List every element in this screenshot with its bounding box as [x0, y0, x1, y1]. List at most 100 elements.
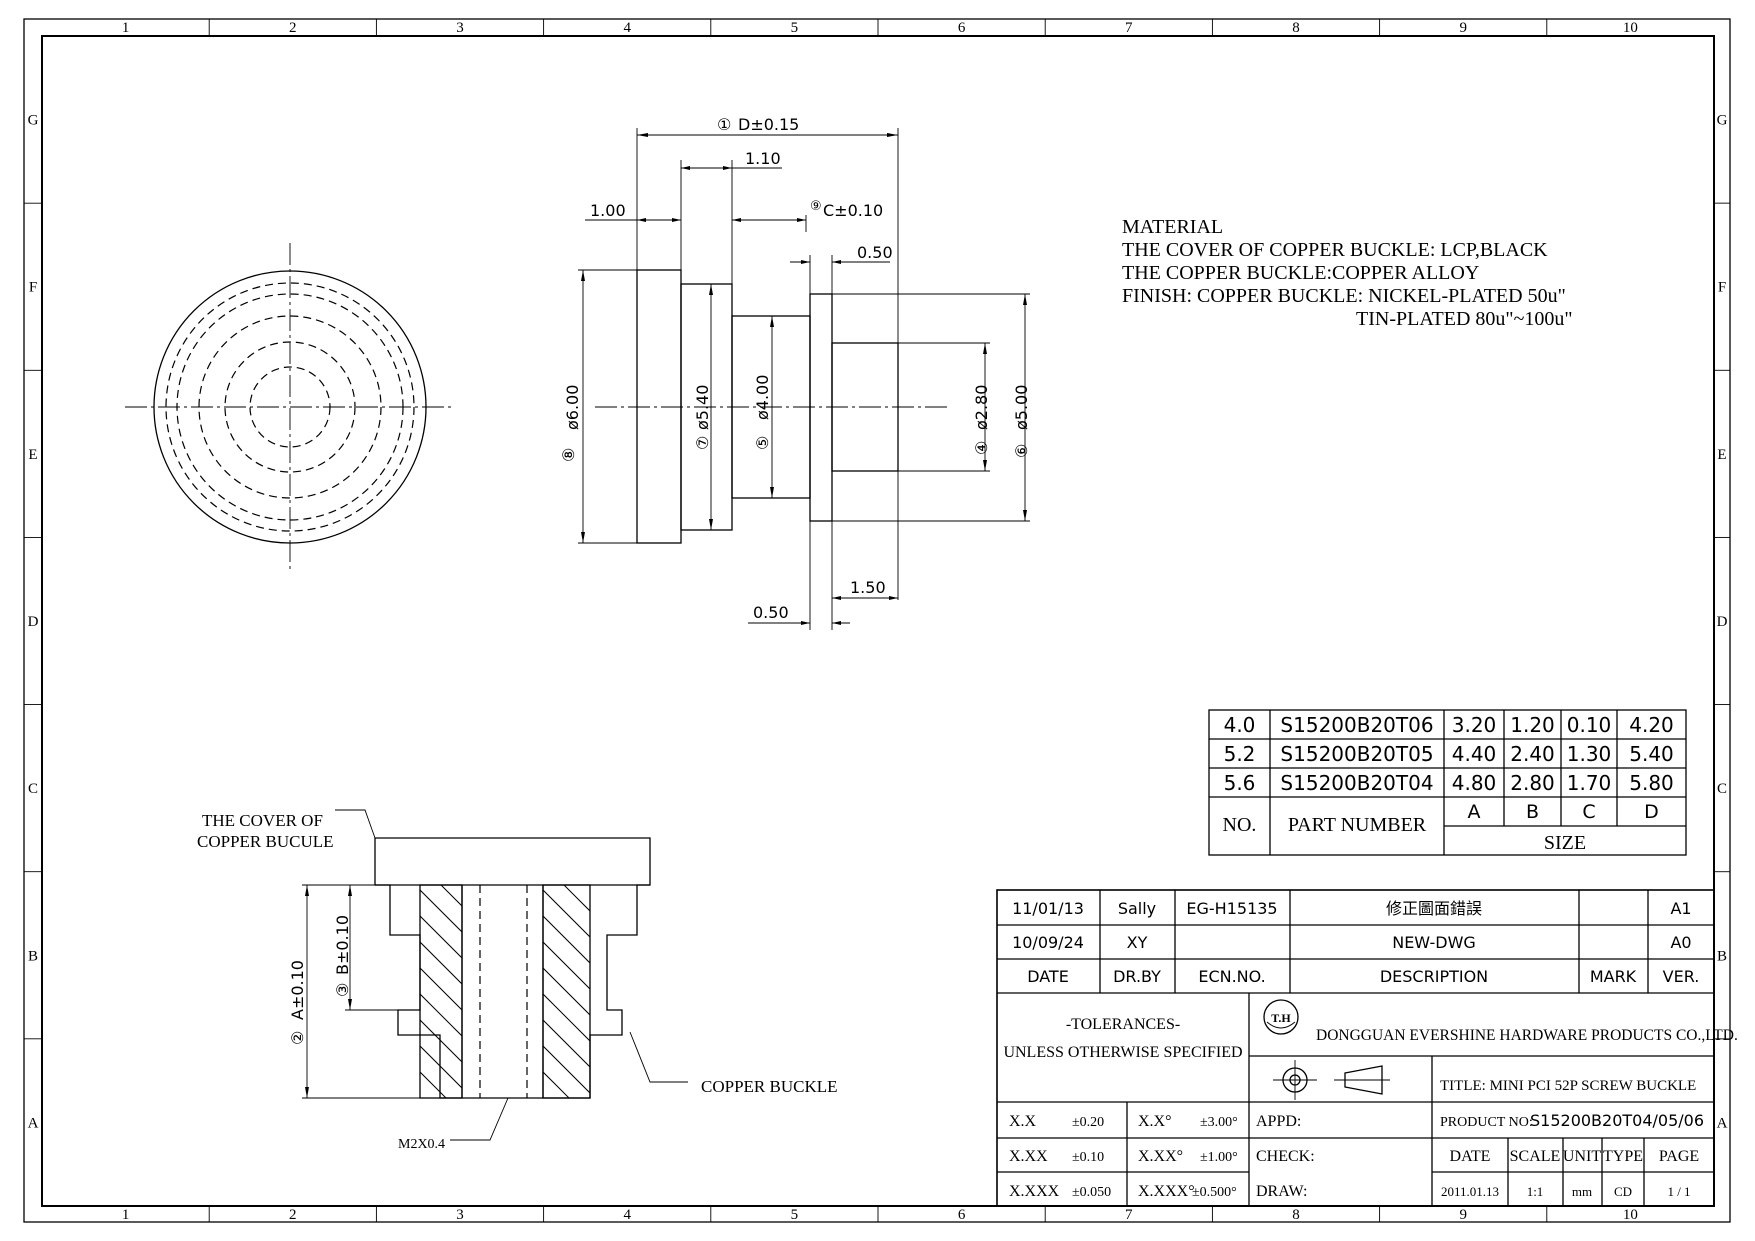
dim-d-mark: ①	[717, 115, 731, 134]
rev1-by: Sally	[1118, 899, 1156, 918]
column-label-top: 9	[1459, 20, 1467, 36]
dim-dia-400: ø4.00	[753, 375, 772, 420]
dim-dia-500: ø5.00	[1012, 385, 1031, 430]
draw-label: DRAW:	[1256, 1183, 1307, 1200]
dim-dia-540: ø5.40	[693, 385, 712, 430]
svg-text:±0.050: ±0.050	[1072, 1185, 1111, 1200]
size-table-cell: 5.40	[1629, 742, 1674, 766]
tolerance-table: X.X ±0.20 X.X° ±3.00° X.XX ±0.10 X.XX° ±…	[1009, 1113, 1238, 1200]
outer-border	[23, 18, 1731, 1223]
rev2-date: 10/09/24	[1012, 933, 1084, 952]
column-label-bottom: 2	[289, 1207, 297, 1223]
row-label-left: B	[28, 948, 38, 964]
dim-dia-500-mark: ⑥	[1012, 444, 1031, 458]
dim-0-50-bottom: 0.50	[753, 603, 789, 622]
column-label-top: 3	[456, 20, 464, 36]
size-table-cell: 0.10	[1567, 713, 1612, 737]
size-table-cell: 5.80	[1629, 771, 1674, 795]
column-label-bottom: 6	[958, 1207, 966, 1223]
column-label-bottom: 4	[623, 1207, 631, 1223]
dim-b: B±0.10	[333, 915, 352, 975]
row-label-right: B	[1717, 948, 1727, 964]
size-table-cell: 4.80	[1452, 771, 1497, 795]
size-col-header: D	[1644, 801, 1659, 823]
size-table-cell: 1.30	[1567, 742, 1612, 766]
check-label: CHECK:	[1256, 1148, 1315, 1165]
cover-label-2: COPPER BUCULE	[197, 832, 334, 851]
dim-d: D±0.15	[738, 115, 799, 134]
rev1-ecn: EG-H15135	[1186, 899, 1277, 918]
size-col-header: C	[1582, 801, 1595, 823]
svg-text:2011.01.13: 2011.01.13	[1441, 1184, 1499, 1199]
size-table-cell: S15200B20T05	[1280, 742, 1433, 766]
rev-header-desc: DESCRIPTION	[1380, 967, 1488, 986]
svg-text:X.X°: X.X°	[1138, 1113, 1172, 1130]
svg-text:±0.500°: ±0.500°	[1192, 1185, 1237, 1200]
row-label-left: A	[28, 1115, 39, 1131]
dim-1-00: 1.00	[590, 201, 626, 220]
column-label-bottom: 7	[1125, 1207, 1133, 1223]
svg-text:SCALE: SCALE	[1510, 1148, 1561, 1165]
note-line-4: FINISH: COPPER BUCKLE: NICKEL-PLATED 50u…	[1122, 285, 1566, 307]
tolerances-subtitle: UNLESS OTHERWISE SPECIFIED	[1003, 1044, 1242, 1061]
column-label-top: 10	[1623, 20, 1638, 36]
rev-header-ecn: ECN.NO.	[1198, 967, 1265, 986]
svg-text:TYPE: TYPE	[1603, 1148, 1643, 1165]
size-col-header: A	[1468, 801, 1481, 823]
svg-text:1:1: 1:1	[1527, 1184, 1544, 1199]
section-view	[302, 809, 688, 1141]
column-label-bottom: 9	[1459, 1207, 1467, 1223]
revision-table: 11/01/13 Sally EG-H15135 修正圖面錯誤 A1 10/09…	[1012, 899, 1699, 986]
column-label-bottom: 10	[1623, 1207, 1638, 1223]
row-label-right: C	[1717, 781, 1727, 797]
column-label-bottom: 1	[122, 1207, 130, 1223]
dim-dia-280: ø2.80	[972, 385, 991, 430]
projection-symbol-icon	[1273, 1060, 1390, 1100]
svg-text:X.XXX°: X.XXX°	[1138, 1183, 1195, 1200]
note-line-2: THE COVER OF COPPER BUCKLE: LCP,BLACK	[1122, 239, 1548, 261]
rev-header-ver: VER.	[1663, 967, 1700, 986]
hatch-left	[420, 885, 462, 1098]
end-view	[125, 243, 455, 572]
size-col-header: B	[1526, 801, 1539, 823]
svg-text:CD: CD	[1614, 1184, 1632, 1199]
row-label-right: F	[1718, 280, 1726, 296]
column-label-top: 6	[958, 20, 966, 36]
drawing-title: TITLE: MINI PCI 52P SCREW BUCKLE	[1440, 1078, 1696, 1094]
rev2-desc: NEW-DWG	[1392, 933, 1476, 952]
dim-dia-600: ø6.00	[563, 385, 582, 430]
hatch-right	[543, 885, 590, 1098]
buckle-label: COPPER BUCKLE	[701, 1077, 838, 1096]
rev-header-date: DATE	[1027, 967, 1069, 986]
size-table-cell: 4.40	[1452, 742, 1497, 766]
row-label-left: D	[28, 614, 39, 630]
svg-text:mm: mm	[1572, 1184, 1592, 1199]
note-line-3: THE COPPER BUCKLE:COPPER ALLOY	[1122, 262, 1479, 284]
rev-header-by: DR.BY	[1113, 967, 1161, 986]
title-block	[996, 889, 1715, 1207]
note-line-5: TIN-PLATED 80u"~100u"	[1356, 308, 1573, 330]
column-label-bottom: 8	[1292, 1207, 1300, 1223]
rev1-date: 11/01/13	[1012, 899, 1084, 918]
row-label-right: A	[1717, 1115, 1728, 1131]
rev2-by: XY	[1127, 933, 1148, 952]
product-number: S15200B20T04/05/06	[1530, 1111, 1704, 1130]
svg-text:X.XX°: X.XX°	[1138, 1148, 1183, 1165]
column-label-top: 4	[623, 20, 631, 36]
svg-text:1 / 1: 1 / 1	[1667, 1184, 1690, 1199]
tolerances-title: -TOLERANCES-	[1066, 1016, 1180, 1033]
row-label-left: G	[28, 113, 39, 129]
product-label: PRODUCT NO:	[1440, 1115, 1533, 1130]
row-label-right: D	[1717, 614, 1728, 630]
column-label-top: 8	[1292, 20, 1300, 36]
svg-text:±0.20: ±0.20	[1072, 1115, 1104, 1130]
logo-text: T.H	[1271, 1011, 1291, 1025]
no-header: NO.	[1223, 814, 1257, 836]
column-label-top: 2	[289, 20, 297, 36]
size-table-cell: 5.2	[1224, 742, 1256, 766]
column-label-top: 1	[122, 20, 130, 36]
company-name: DONGGUAN EVERSHINE HARDWARE PRODUCTS CO.…	[1316, 1027, 1738, 1044]
size-table-cell: S15200B20T06	[1280, 713, 1433, 737]
